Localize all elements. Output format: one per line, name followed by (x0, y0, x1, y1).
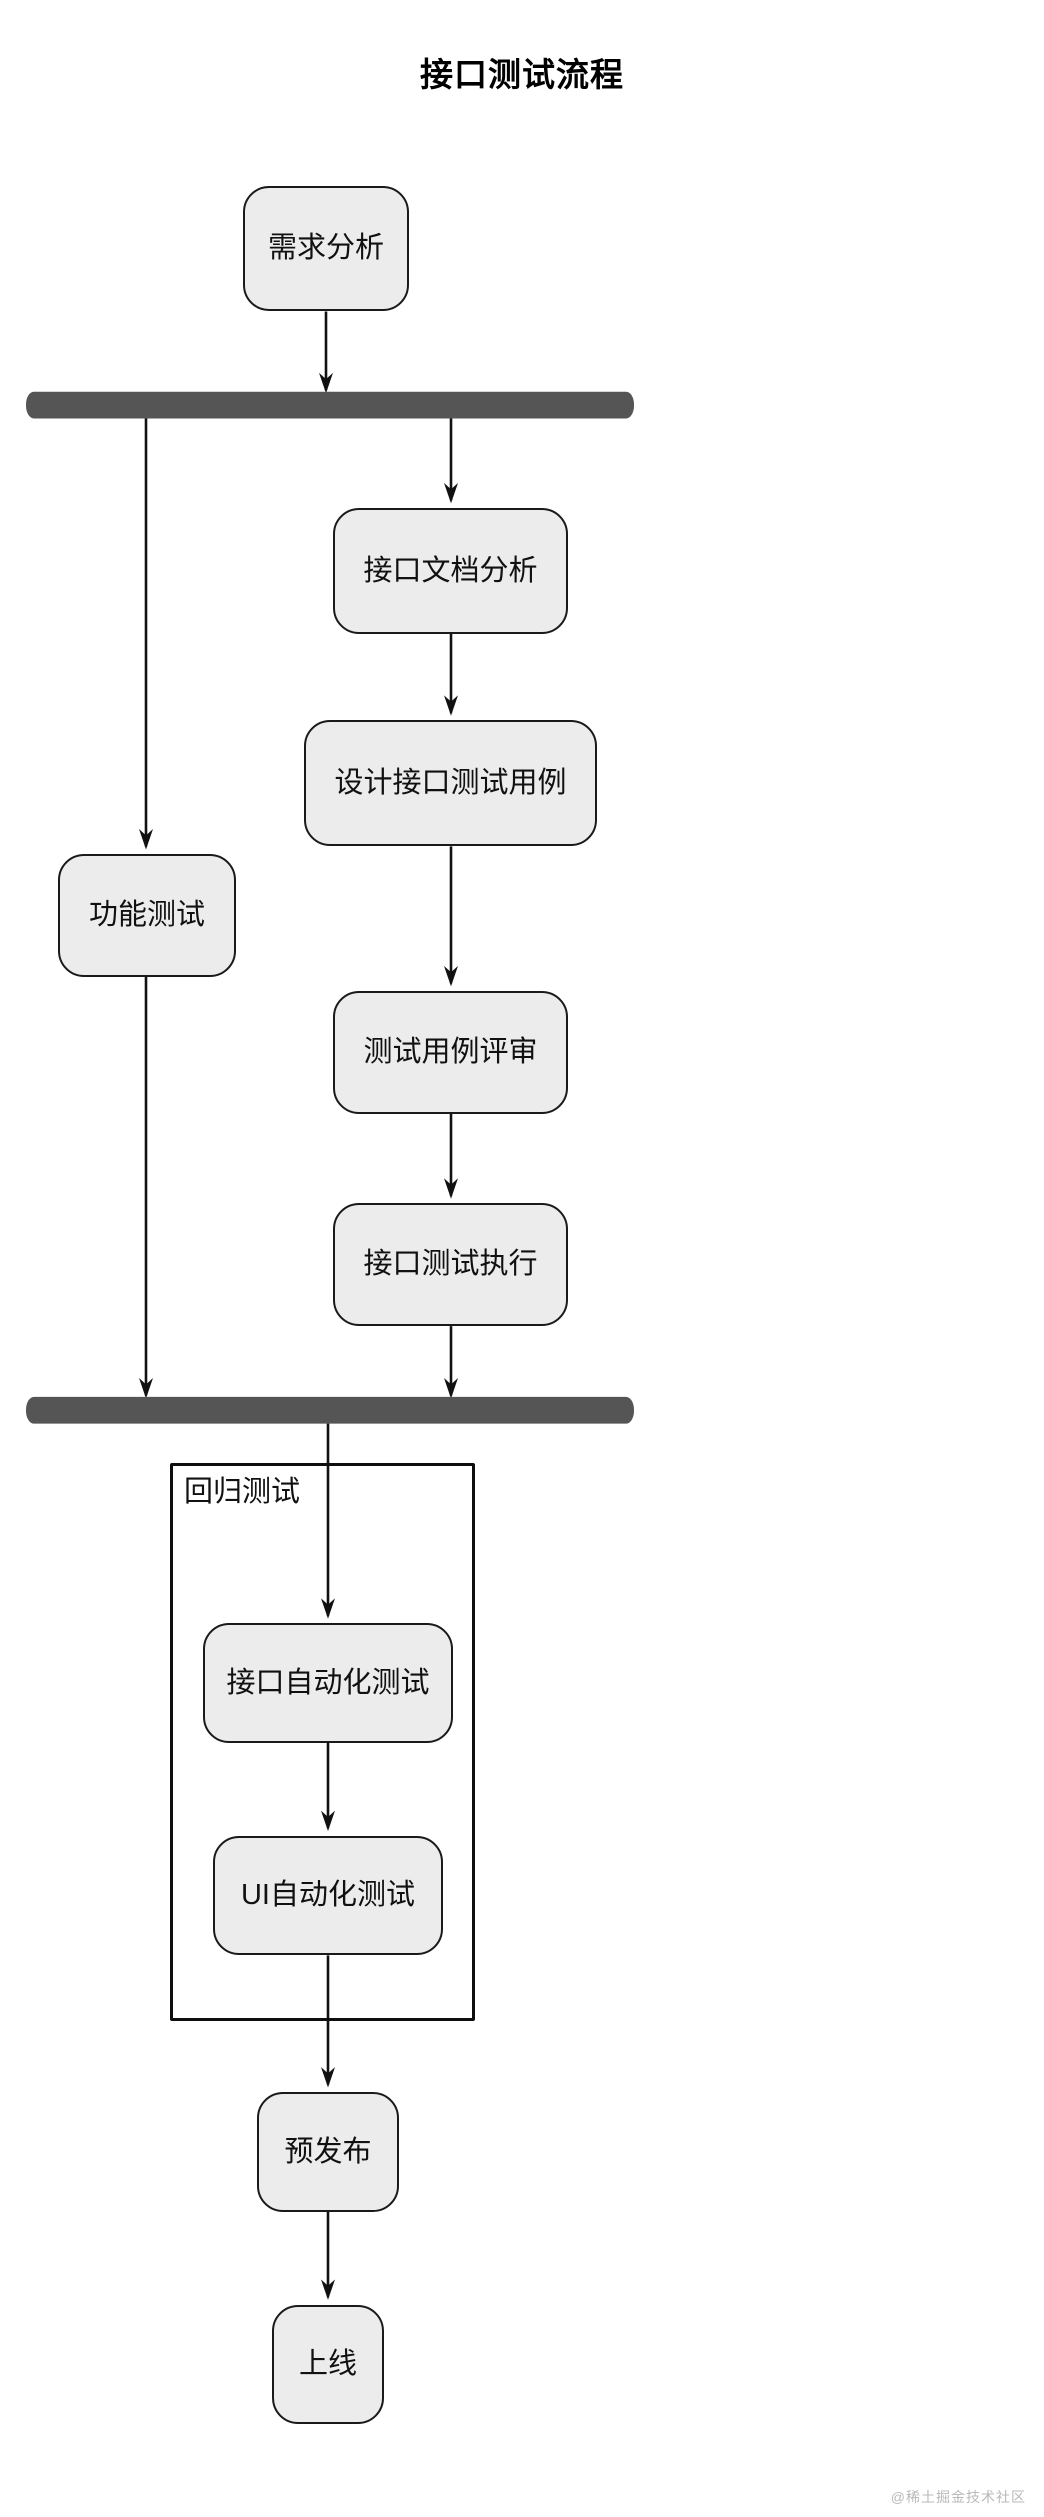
node-req[interactable]: 需求分析 (243, 185, 409, 312)
fork-bar-1 (26, 391, 634, 419)
node-online-label: 上线 (298, 2347, 357, 2380)
node-execute-label: 接口测试执行 (363, 1248, 538, 1281)
node-review-label: 测试用例评审 (363, 1035, 538, 1068)
node-uiauto-label: UI自动化测试 (240, 1879, 415, 1912)
node-func[interactable]: 功能测试 (58, 854, 236, 977)
node-apiauto[interactable]: 接口自动化测试 (203, 1623, 453, 1743)
join-bar-2 (26, 1396, 634, 1424)
subgraph-regression (170, 1463, 475, 2022)
watermark: @稀土掘金技术社区 (890, 2489, 1026, 2505)
subgraph-regression-label: 回归测试 (178, 1474, 307, 1514)
node-execute[interactable]: 接口测试执行 (333, 1203, 568, 1327)
node-func-label: 功能测试 (88, 899, 205, 932)
node-design[interactable]: 设计接口测试用例 (304, 720, 597, 847)
node-review[interactable]: 测试用例评审 (333, 991, 568, 1114)
node-apiauto-label: 接口自动化测试 (226, 1666, 430, 1699)
node-uiauto[interactable]: UI自动化测试 (213, 1835, 443, 1956)
node-req-label: 需求分析 (267, 232, 384, 265)
node-online[interactable]: 上线 (272, 2304, 384, 2425)
node-prerelease-label: 预发布 (284, 2135, 372, 2168)
node-apidoc-label: 接口文档分析 (363, 554, 538, 587)
node-prerelease[interactable]: 预发布 (257, 2092, 399, 2212)
node-design-label: 设计接口测试用例 (334, 766, 567, 799)
node-apidoc[interactable]: 接口文档分析 (333, 508, 568, 634)
page-title: 接口测试流程 (420, 56, 624, 93)
